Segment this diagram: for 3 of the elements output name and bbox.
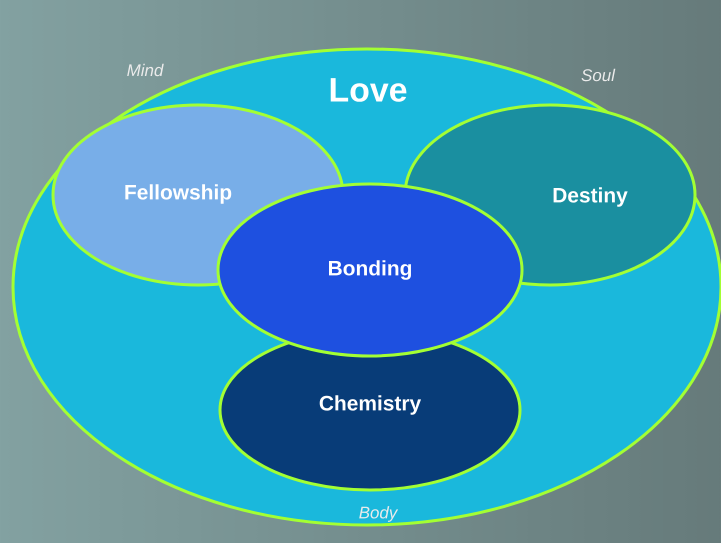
italic-label: Mind xyxy=(127,64,164,76)
italic-label: Soul xyxy=(582,68,616,82)
italic-label: Body xyxy=(359,506,398,522)
